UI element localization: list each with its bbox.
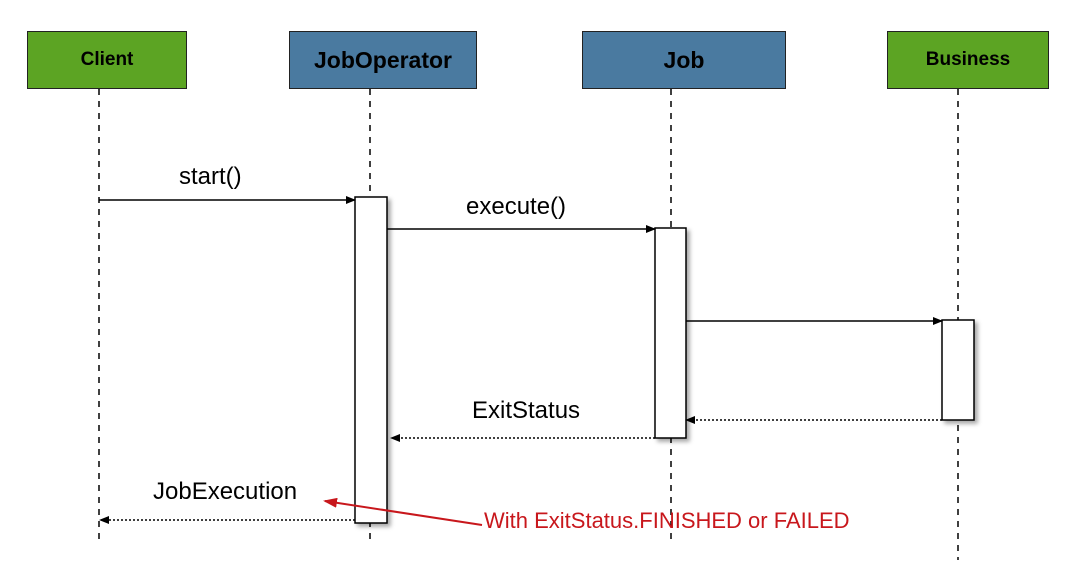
annotation-arrow: [323, 497, 483, 526]
annotation-note: With ExitStatus.FINISHED or FAILED: [484, 508, 850, 533]
message-execute-label: execute(): [466, 193, 567, 220]
activation-job-operator: [354, 196, 388, 524]
message-start-label: start(): [179, 163, 242, 190]
activation-job: [654, 227, 687, 439]
participant-business: Business: [887, 31, 1049, 89]
participant-job: Job: [582, 31, 786, 89]
message-exit-status-label: ExitStatus: [472, 397, 581, 424]
activation-business: [941, 319, 975, 421]
participant-job-operator: JobOperator: [289, 31, 477, 89]
message-job-execution-label: JobExecution: [153, 478, 298, 505]
participant-client: Client: [27, 31, 187, 89]
